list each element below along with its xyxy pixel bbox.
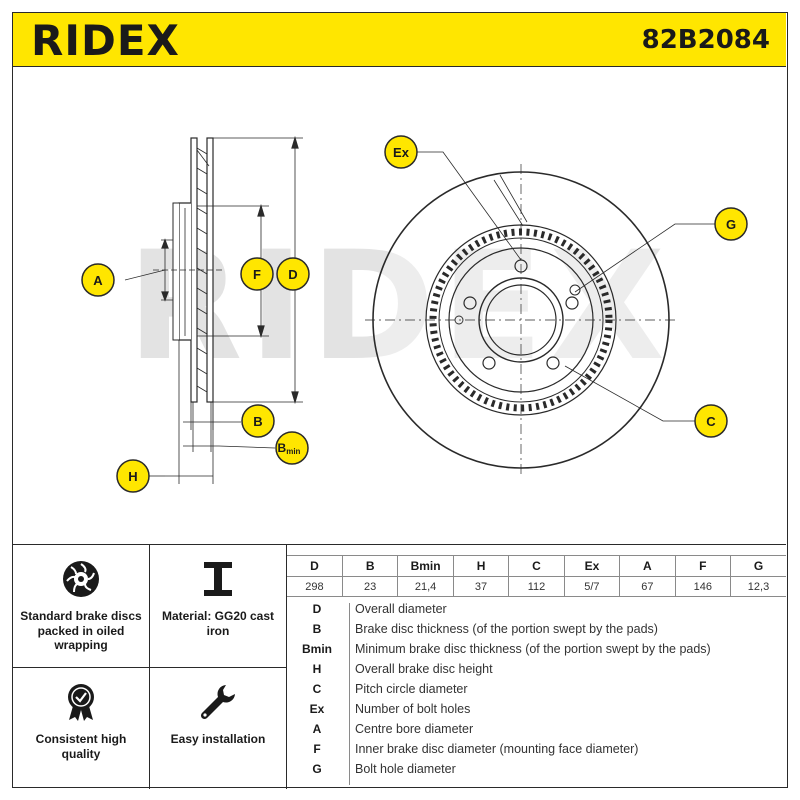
quality-badge-icon [59, 680, 103, 724]
spec-value: 298 [287, 576, 343, 597]
spec-header: D [287, 555, 343, 577]
spec-value: 37 [452, 576, 510, 597]
spec-table: D B Bmin H C Ex A F G 298 23 21,4 37 112… [287, 555, 786, 597]
callout-h: H [116, 459, 150, 493]
svg-text:B: B [253, 414, 262, 429]
technical-drawing: RIDEX [13, 68, 786, 544]
legend-key: Ex [309, 702, 325, 716]
legend-desc: Number of bolt holes [355, 702, 471, 716]
wrench-icon [196, 680, 240, 724]
spec-header: B [341, 555, 399, 577]
svg-text:G: G [726, 217, 736, 232]
spec-value: 5/7 [563, 576, 621, 597]
spec-value: 12,3 [730, 576, 786, 597]
spec-header: F [674, 555, 732, 577]
spec-header: Ex [563, 555, 621, 577]
feature-label: Easy installation [170, 732, 266, 746]
callout-a: A [81, 263, 115, 297]
svg-text:Bmin: Bmin [278, 441, 301, 456]
legend-key: G [312, 762, 322, 776]
legend-desc: Centre bore diameter [355, 722, 474, 736]
callout-bmin: Bmin [275, 431, 309, 465]
front-view [365, 151, 715, 476]
legend-key: C [312, 682, 322, 696]
svg-text:F: F [253, 267, 261, 282]
feature-label: Consistent high quality [35, 732, 127, 761]
feature-label: Standard brake discs packed in oiled wra… [20, 609, 142, 652]
legend-key: B [312, 622, 322, 636]
brand-logo: RIDEX [31, 16, 180, 65]
legend-desc: Pitch circle diameter [355, 682, 468, 696]
header-bar: RIDEX 82B2084 [13, 13, 786, 67]
legend-desc: Brake disc thickness (of the portion swe… [355, 622, 658, 636]
spec-header-row: D B Bmin H C Ex A F G [287, 555, 786, 577]
callout-g: G [714, 207, 748, 241]
legend-key: A [312, 722, 322, 736]
spec-value: 146 [674, 576, 732, 597]
legend-desc: Inner brake disc diameter (mounting face… [355, 742, 639, 756]
legend-desc: Overall diameter [355, 602, 447, 616]
svg-text:A: A [93, 273, 103, 288]
i-beam-icon [196, 557, 240, 601]
part-number: 82B2084 [641, 25, 770, 55]
brake-disc-icon [59, 557, 103, 601]
legend-row: B Brake disc thickness (of the portion sw… [287, 619, 786, 639]
dimension-legend: D Overall diameter B Brake disc thickness … [287, 599, 786, 785]
spec-value-row: 298 23 21,4 37 112 5/7 67 146 12,3 [287, 576, 786, 597]
spec-header: A [619, 555, 676, 577]
callout-b: B [241, 404, 275, 438]
svg-text:H: H [128, 469, 137, 484]
legend-row: F Inner brake disc diameter (mounting fac… [287, 739, 786, 759]
legend-row: H Overall brake disc height [287, 659, 786, 679]
spec-value: 112 [508, 576, 565, 597]
legend-row: Bmin Minimum brake disc thickness (of the… [287, 639, 786, 659]
legend-desc: Minimum brake disc thickness (of the por… [355, 642, 711, 656]
callout-c: C [694, 404, 728, 438]
spec-value: 21,4 [397, 576, 454, 597]
feature-installation: Easy installation [150, 667, 287, 789]
spec-value: 67 [619, 576, 676, 597]
side-view [124, 135, 303, 484]
legend-divider [349, 603, 350, 785]
legend-key: D [312, 602, 322, 616]
svg-text:D: D [288, 267, 297, 282]
feature-label: Material: GG20 cast iron [161, 609, 275, 638]
legend-desc: Bolt hole diameter [355, 762, 456, 776]
specifications: D B Bmin H C Ex A F G 298 23 21,4 37 112… [287, 545, 786, 789]
spec-header: H [452, 555, 510, 577]
legend-row: A Centre bore diameter [287, 719, 786, 739]
spec-header: G [730, 555, 786, 577]
info-panel: Standard brake discs packed in oiled wra… [13, 544, 786, 789]
legend-desc: Overall brake disc height [355, 662, 493, 676]
legend-row: Ex Number of bolt holes [287, 699, 786, 719]
legend-key: F [313, 742, 321, 756]
spec-header: C [508, 555, 565, 577]
legend-row: G Bolt hole diameter [287, 759, 786, 779]
callout-d: D [276, 257, 310, 291]
svg-text:C: C [706, 414, 716, 429]
spec-header: Bmin [397, 555, 454, 577]
legend-key: H [312, 662, 322, 676]
feature-material: Material: GG20 cast iron [150, 545, 287, 667]
datasheet-frame: RIDEX 82B2084 RIDEX [12, 12, 788, 789]
feature-quality: Consistent high quality [13, 667, 150, 789]
spec-value: 23 [341, 576, 399, 597]
callout-ex: Ex [384, 135, 418, 169]
feature-packaging: Standard brake discs packed in oiled wra… [13, 545, 150, 667]
svg-text:Ex: Ex [393, 145, 410, 160]
legend-row: C Pitch circle diameter [287, 679, 786, 699]
legend-row: D Overall diameter [287, 599, 786, 619]
legend-key: Bmin [302, 642, 332, 656]
callout-f: F [240, 257, 274, 291]
watermark: RIDEX [127, 220, 671, 394]
